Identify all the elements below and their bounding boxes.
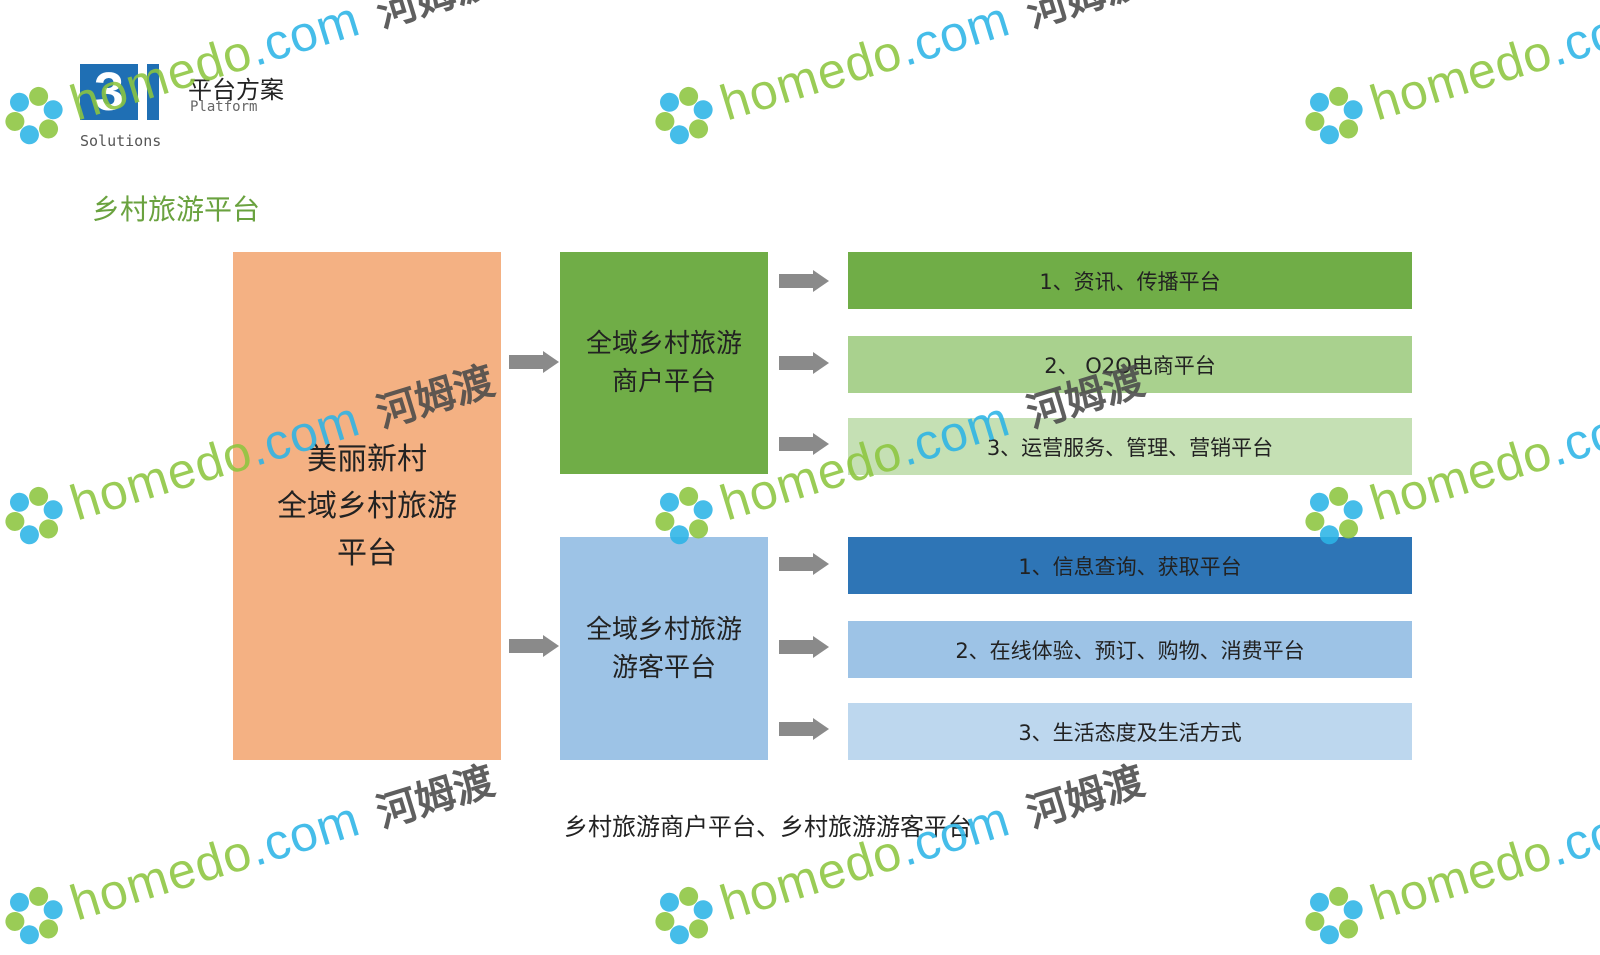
watermark-cn-text: 河姆渡 (1021, 757, 1150, 838)
visitor-node-line: 全域乡村旅游 (585, 614, 742, 645)
visitor-platform-node: 全域乡村旅游 游客平台 (560, 537, 768, 760)
arrow-root-to-visitor (509, 635, 559, 657)
arrow-merchant-item-3 (779, 433, 829, 455)
root-node-line: 全域乡村旅游 (277, 488, 457, 524)
flower-logo-icon (0, 877, 73, 954)
visitor-item: 2、在线体验、预订、购物、消费平台 (848, 621, 1412, 678)
logo-word: Solutions (80, 132, 162, 150)
watermark-cn-text: 河姆渡 (371, 757, 500, 838)
flower-logo-icon (646, 877, 723, 954)
section-title: 乡村旅游平台 (92, 193, 261, 226)
merchant-item: 1、资讯、传播平台 (848, 252, 1412, 309)
diagram-caption: 乡村旅游商户平台、乡村旅游游客平台 (564, 813, 972, 841)
visitor-item: 1、信息查询、获取平台 (848, 537, 1412, 594)
arrow-merchant-item-2 (779, 352, 829, 374)
merchant-node-line: 商户平台 (611, 367, 716, 397)
header-subtitle: Platform (190, 99, 258, 115)
flower-logo-icon (1296, 77, 1373, 154)
visitor-node-line: 游客平台 (611, 652, 716, 683)
flower-logo-icon (1296, 877, 1373, 954)
merchant-platform-node: 全域乡村旅游 商户平台 (560, 252, 768, 474)
visitor-item: 3、生活态度及生活方式 (848, 703, 1412, 760)
header-title: 平台方案 (188, 76, 284, 104)
watermark-text: homedo.com (713, 0, 1017, 132)
logo-bar (147, 64, 159, 120)
root-node-line: 平台 (337, 535, 397, 571)
root-node: 美丽新村 全域乡村旅游 平台 (233, 252, 501, 760)
arrow-visitor-item-1 (779, 553, 829, 575)
merchant-item: 3、运营服务、管理、营销平台 (848, 418, 1412, 475)
watermark-text: homedo.com (63, 790, 367, 932)
arrow-root-to-merchant (509, 351, 559, 373)
merchant-item: 2、 O2O电商平台 (848, 336, 1412, 393)
logo-number-badge: 3 (80, 64, 138, 120)
arrow-visitor-item-2 (779, 636, 829, 658)
watermark-cn-text: 河姆渡 (369, 0, 501, 39)
watermark-cn-text: 河姆渡 (1019, 0, 1151, 39)
watermark-text: homedo.com (1363, 0, 1600, 132)
watermark-text: homedo.com (1363, 790, 1600, 932)
flower-logo-icon (646, 77, 723, 154)
arrow-merchant-item-1 (779, 270, 829, 292)
flower-logo-icon (0, 77, 73, 154)
flower-logo-icon (0, 477, 73, 554)
merchant-node-line: 全域乡村旅游 (585, 329, 742, 359)
root-node-line: 美丽新村 (307, 441, 427, 477)
arrow-visitor-item-3 (779, 718, 829, 740)
